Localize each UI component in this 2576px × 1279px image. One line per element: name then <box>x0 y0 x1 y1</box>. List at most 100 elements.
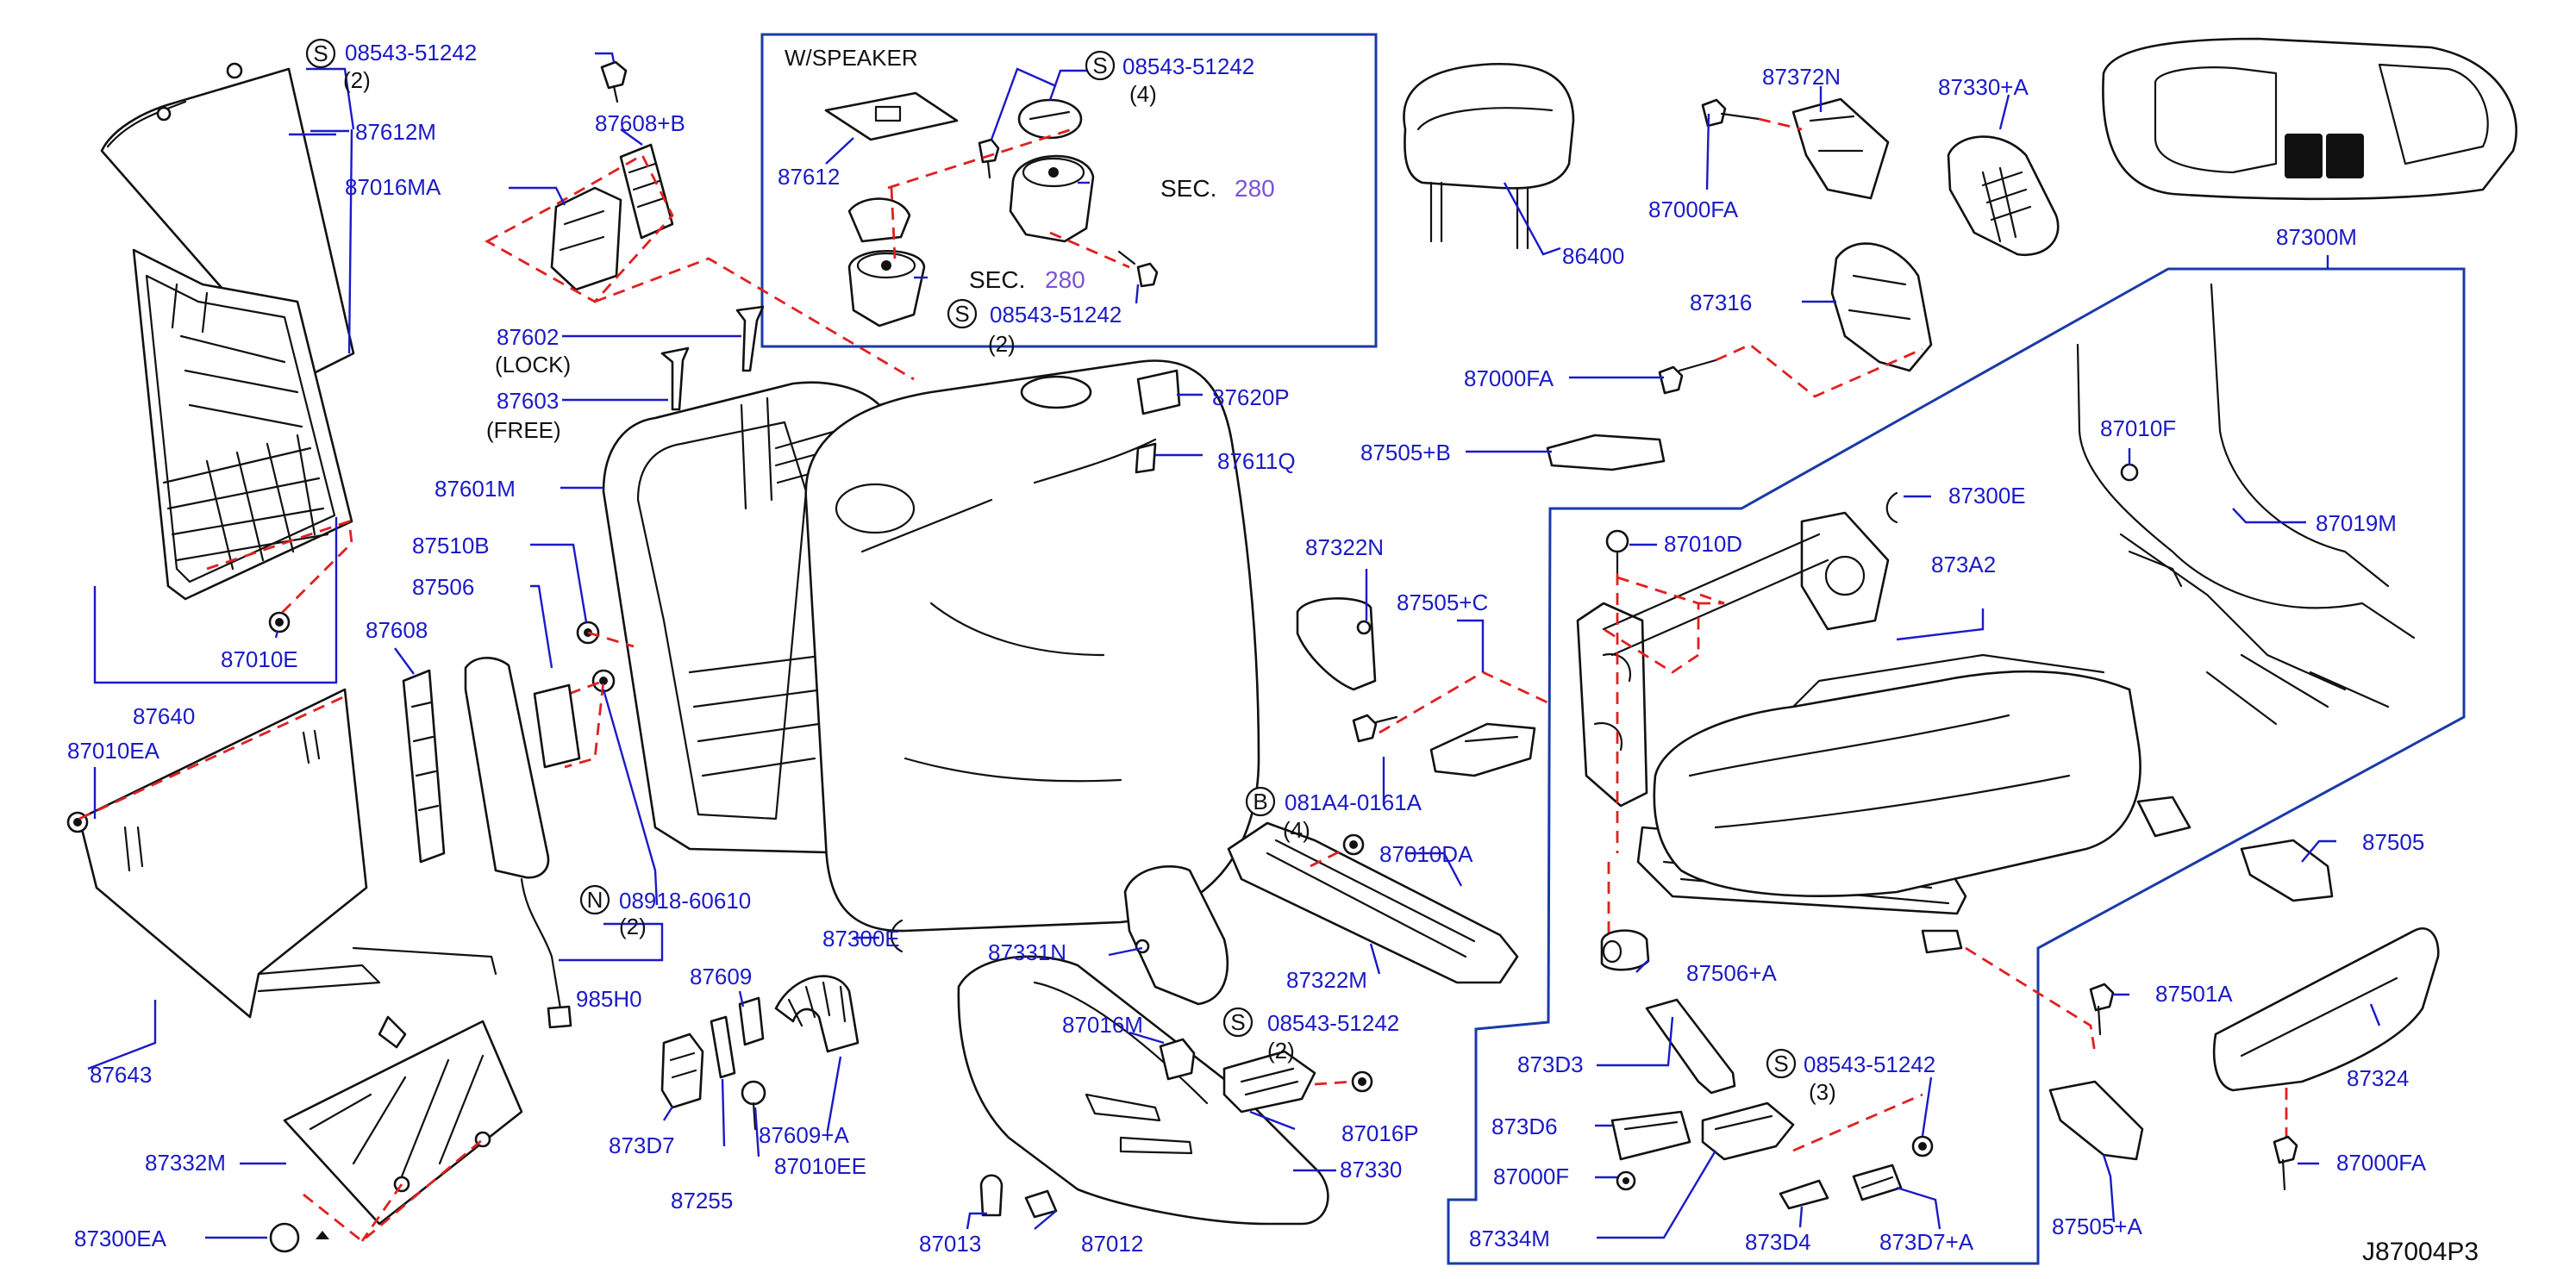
label-87300EA: 87300EA <box>74 1226 167 1251</box>
module-873D6 <box>1610 1110 1691 1161</box>
clip-87010D <box>1605 529 1629 575</box>
s-letter-4: S <box>1230 1009 1245 1035</box>
label-87608: 87608 <box>366 617 428 643</box>
label-sec-a-num: 280 <box>1235 175 1275 202</box>
label-87019M: 87019M <box>2316 510 2397 536</box>
label-87300M: 87300M <box>2276 224 2357 250</box>
label-87608B: 87608+B <box>595 110 685 136</box>
s-symbol-5 <box>1766 1048 1797 1079</box>
label-87330A: 87330+A <box>1938 74 2029 100</box>
seat-back-cushion-87620P <box>804 359 1260 933</box>
lock-pin-87602 <box>735 305 765 372</box>
hose-87609-plus-a <box>774 975 860 1053</box>
switch-873D7 <box>660 1033 704 1109</box>
cover-87330-plus-a <box>1947 135 2060 257</box>
cover-87372N <box>1791 97 1890 200</box>
label-s1-qty: (2) <box>343 67 371 93</box>
seat-back-frame-87640 <box>132 248 353 601</box>
cover-87505-plus-a <box>2048 1080 2144 1161</box>
label-87609: 87609 <box>690 964 752 989</box>
label-87505A: 87505+A <box>2052 1213 2142 1239</box>
b-symbol <box>1245 786 1276 817</box>
label-n-code: 08918-60610 <box>619 888 751 914</box>
label-s2-qty: (4) <box>1129 81 1157 107</box>
cap-87609 <box>738 996 765 1046</box>
trim-87608 <box>402 669 446 864</box>
label-87643: 87643 <box>90 1062 152 1088</box>
label-87010F: 87010F <box>2100 415 2176 441</box>
dash-frame-87501A <box>1965 946 2097 1054</box>
label-873D7: 873D7 <box>609 1132 675 1158</box>
side-finisher-87330 <box>957 955 1329 1226</box>
clip-87010EE <box>741 1080 766 1131</box>
label-87334M: 87334M <box>1469 1226 1550 1251</box>
speaker-cover-87612 <box>824 91 959 141</box>
s-symbol-1 <box>305 38 336 69</box>
speaker-inset-box <box>760 33 1378 348</box>
label-87506A: 87506+A <box>1686 960 1777 986</box>
seat-bottom-cover-87332M <box>283 1020 523 1226</box>
armrest-87506 <box>464 657 581 1029</box>
cover-87334M <box>1701 1101 1795 1161</box>
knob-873D7-plus-a <box>1852 1164 1903 1201</box>
label-87330: 87330 <box>1340 1157 1402 1182</box>
label-87012: 87012 <box>1081 1231 1143 1257</box>
label-b-code: 081A4-0161A <box>1285 789 1422 815</box>
label-87016P: 87016P <box>1341 1120 1419 1146</box>
screw-inset-bottom <box>1117 250 1159 288</box>
fastener-87010E <box>268 611 291 633</box>
label-87010EE: 87010EE <box>774 1153 866 1179</box>
label-87255: 87255 <box>671 1188 733 1213</box>
s-symbol-3 <box>947 298 978 329</box>
dash-316 <box>1715 343 1923 398</box>
label-87010EA: 87010EA <box>67 738 160 764</box>
diagram-code: J87004P3 <box>2362 1238 2479 1266</box>
label-87609A: 87609+A <box>759 1122 849 1148</box>
label-87505B: 87505+B <box>1360 440 1451 465</box>
cover-87322N <box>1296 597 1377 691</box>
label-free: (FREE) <box>486 417 561 443</box>
label-87331N: 87331N <box>988 939 1066 965</box>
label-87505: 87505 <box>2362 829 2424 855</box>
bolt-87000FA-bottom <box>2273 1135 2298 1191</box>
label-87322N: 87322N <box>1305 534 1384 560</box>
label-87316: 87316 <box>1690 290 1752 315</box>
tag-87611Q <box>1135 442 1157 474</box>
knob-87012 <box>1024 1189 1058 1219</box>
seat-assembly-boundary <box>1447 267 2466 1265</box>
label-87332M: 87332M <box>145 1150 226 1176</box>
s-symbol-2 <box>1085 50 1116 81</box>
label-87612M: 87612M <box>355 119 436 145</box>
dash-frame-87010D <box>1603 573 1725 853</box>
label-87611Q: 87611Q <box>1217 448 1296 474</box>
label-86400: 86400 <box>1562 243 1624 269</box>
label-87013: 87013 <box>919 1231 981 1257</box>
seat-cushion-873A2 <box>1653 653 2141 897</box>
bracket-87608-plus-b <box>619 143 674 240</box>
label-87510B: 87510B <box>412 533 490 558</box>
switch-87016M <box>1159 1038 1196 1081</box>
dash-cover-clips <box>303 1138 484 1243</box>
bracket-87505-plus-c <box>1429 722 1536 777</box>
label-sec-a: SEC. <box>1160 175 1216 202</box>
dash-module-bracket <box>485 153 674 303</box>
leader-lines <box>87 52 2381 1239</box>
finisher-87324 <box>2212 927 2440 1092</box>
label-sec-b: SEC. <box>969 266 1025 293</box>
n-symbol <box>579 884 610 915</box>
bolt-08543-51242-a <box>600 60 628 103</box>
knob-873D4 <box>1779 1179 1829 1210</box>
label-s1-code: 08543-51242 <box>345 40 477 66</box>
speaker-unit-lower <box>847 249 926 328</box>
speaker-unit-upper <box>1009 154 1095 243</box>
bolt-081A4-0161A <box>1352 714 1398 743</box>
s-letter-5: S <box>1773 1051 1788 1076</box>
dash-inset-speaker <box>887 126 1130 269</box>
label-s2-code: 08543-51242 <box>1122 53 1254 79</box>
label-873D3: 873D3 <box>1517 1051 1584 1077</box>
headrest-86400 <box>1403 62 1575 250</box>
label-87505C: 87505+C <box>1397 590 1488 615</box>
label-87016M: 87016M <box>1062 1012 1143 1038</box>
screw-08543-s5 <box>1911 1135 1934 1157</box>
label-b-qty: (4) <box>1283 817 1310 843</box>
